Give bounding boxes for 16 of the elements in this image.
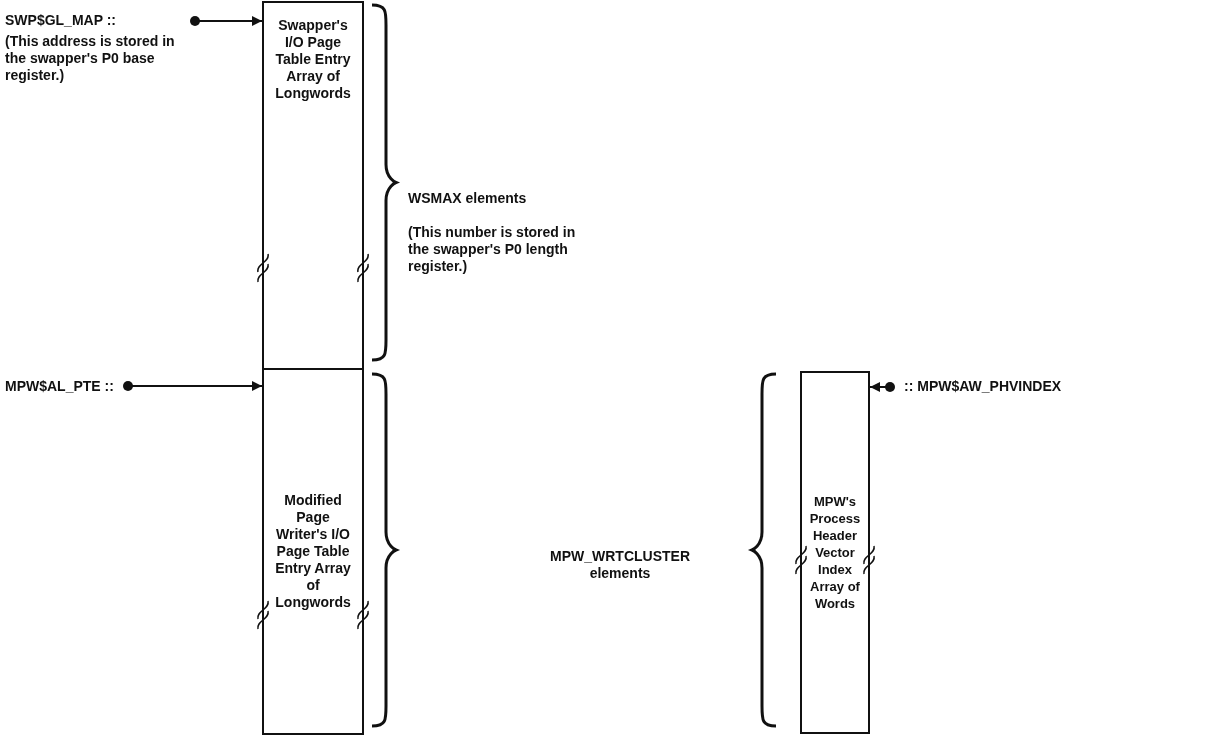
brace-label: MPW_WRTCLUSTER elements	[549, 548, 691, 582]
brace-label: (This number is stored in the swapper's P0 length register.)	[408, 224, 577, 275]
brace-label: WSMAX elements	[408, 190, 528, 207]
memory-array-box	[262, 1, 364, 370]
pointer-arrow	[869, 382, 895, 392]
address-label: SWP$GL_MAP ::	[5, 12, 116, 29]
pointer-arrow	[190, 16, 263, 26]
box-text: Swapper's I/O Page Table Entry Array of Longwords	[274, 17, 352, 102]
memory-array-box	[800, 371, 870, 734]
box-text: MPW's Process Header Vector Index Array of Words	[808, 493, 862, 612]
address-label: :: MPW$AW_PHVINDEX	[890, 378, 1062, 395]
memory-array-box	[262, 368, 364, 735]
pointer-arrow	[123, 381, 263, 391]
address-label: MPW$AL_PTE ::	[5, 378, 128, 395]
box-text: Modified Page Writer's I/O Page Table Entry Array of Longwords	[274, 492, 352, 611]
note-text: (This address is stored in the swapper's P0 base register.)	[5, 33, 176, 84]
